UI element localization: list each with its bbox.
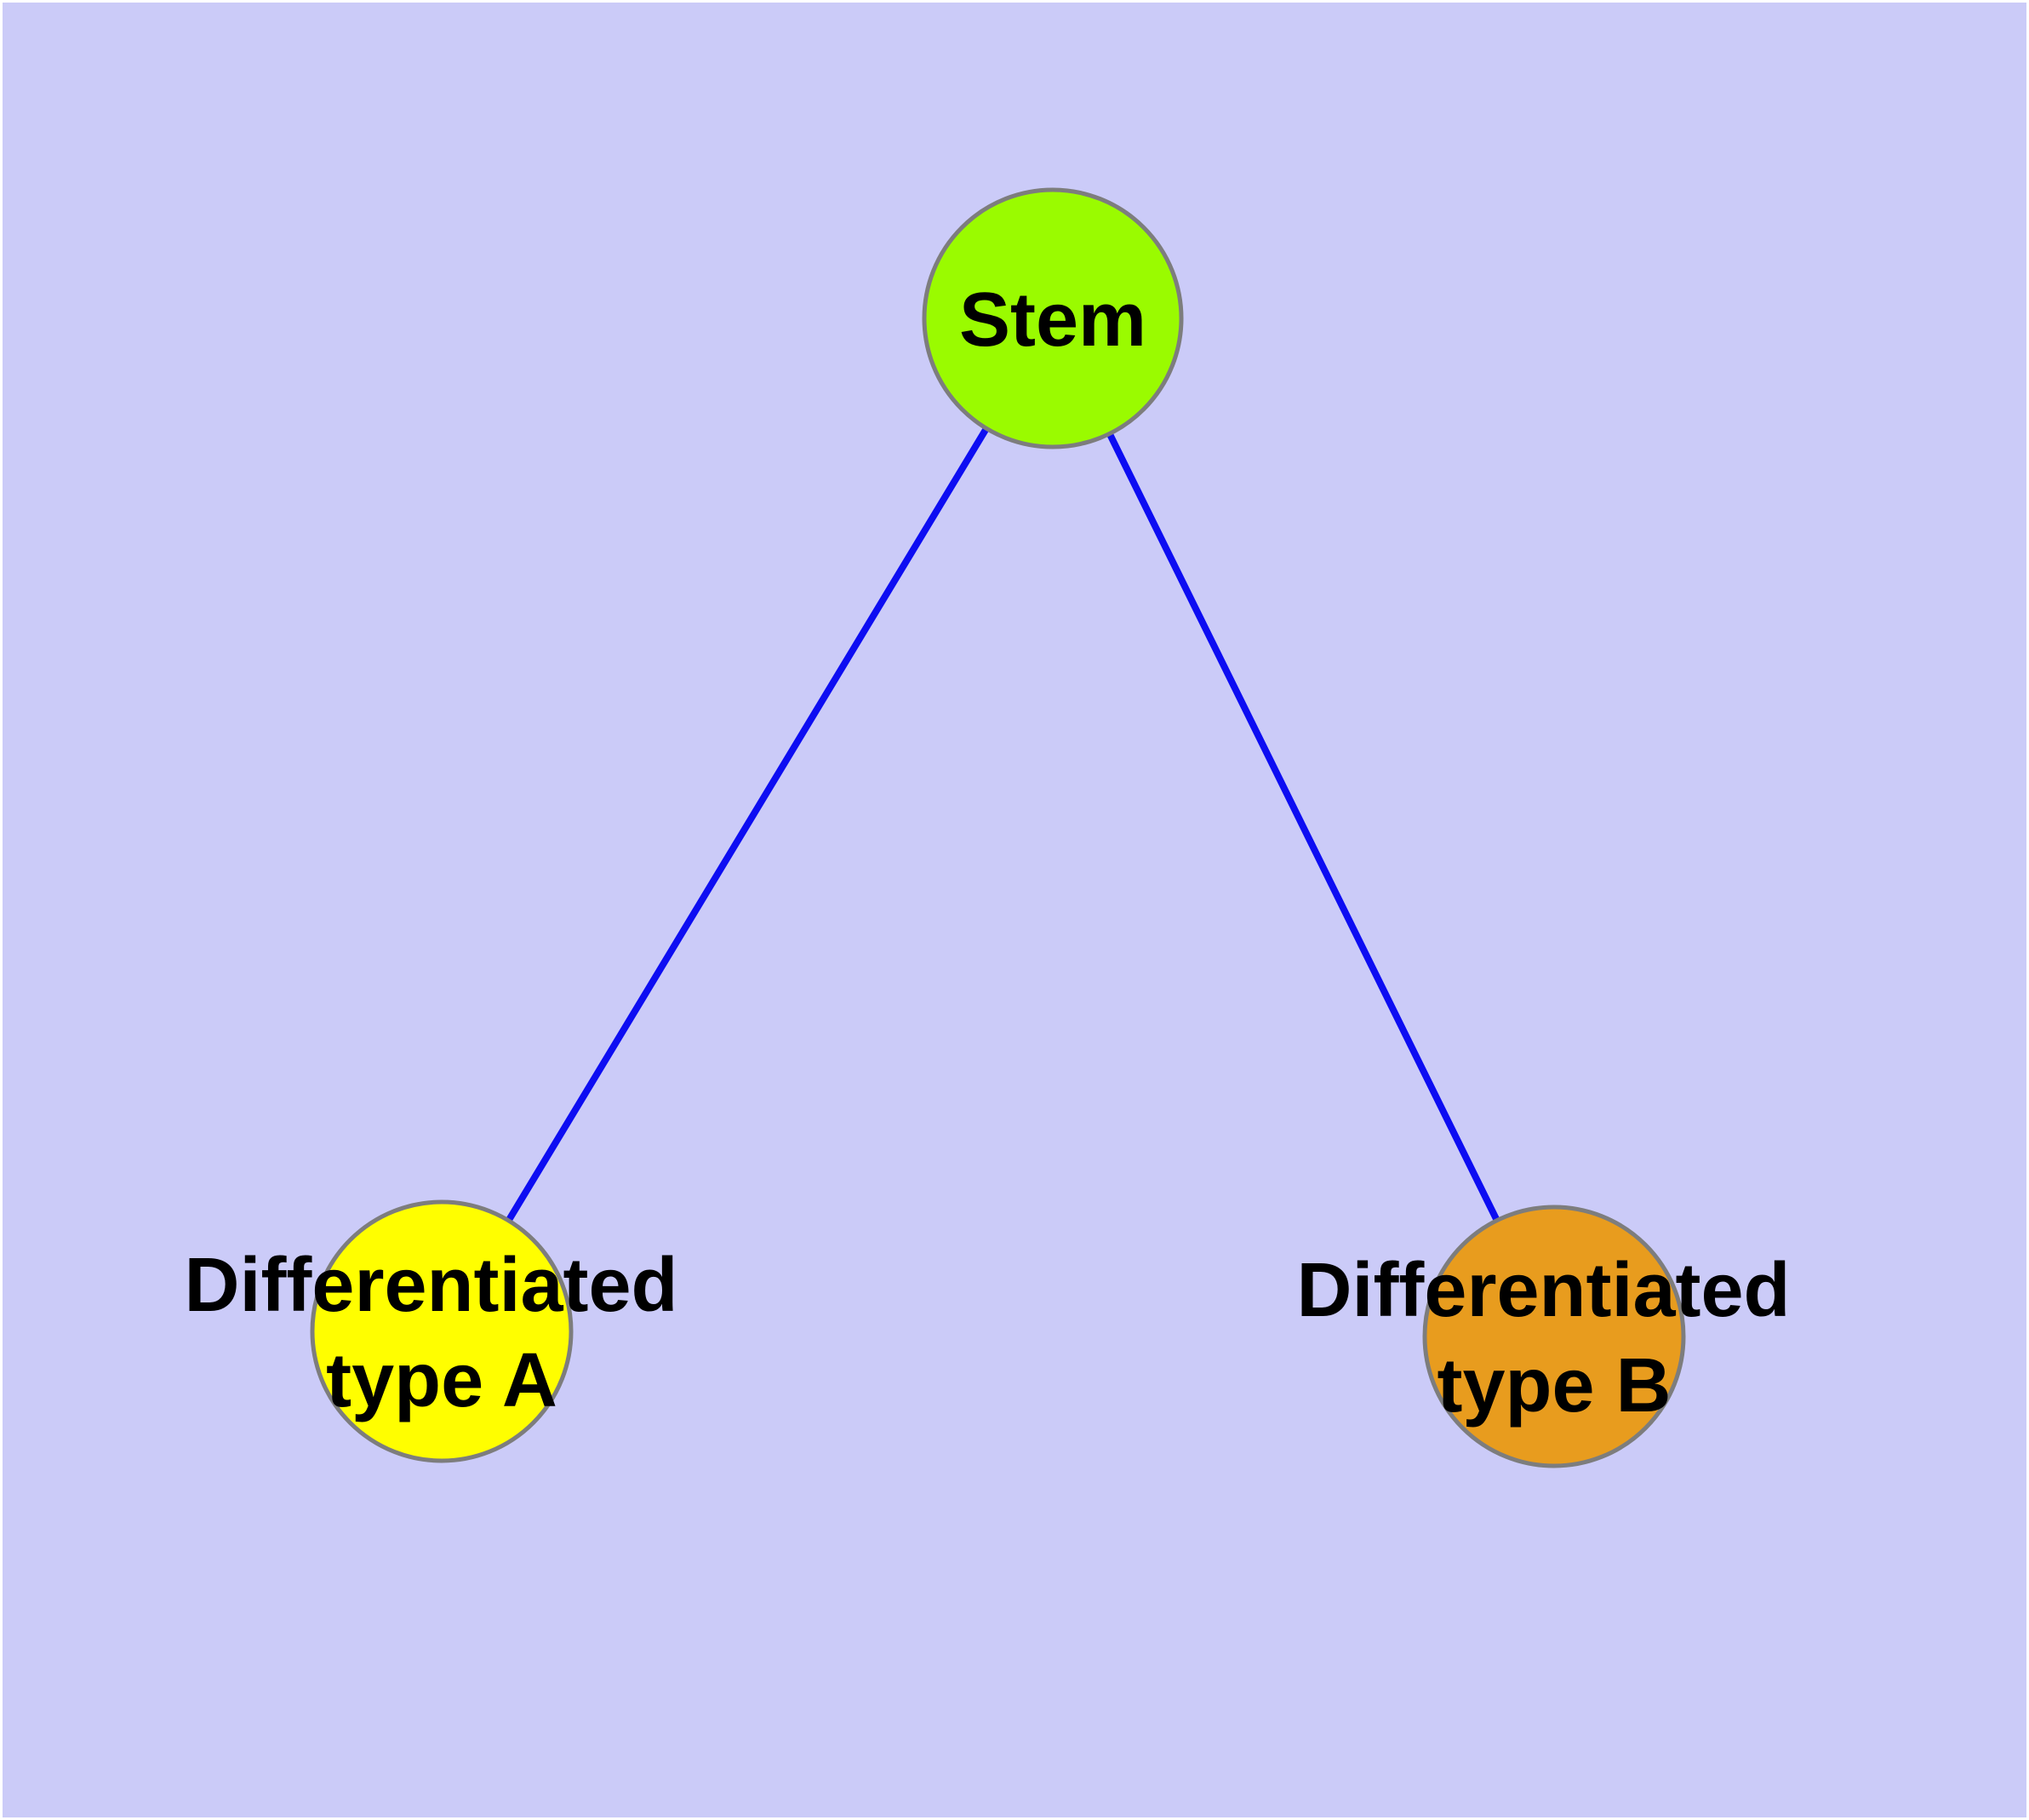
edge-stem-to-type-a bbox=[438, 315, 1056, 1335]
node-type-b-label-line1: Differentiated bbox=[1296, 1248, 1790, 1333]
node-type-b-circle bbox=[1422, 1205, 1686, 1468]
node-type-b-label: Differentiated type B bbox=[1296, 1248, 1811, 1428]
node-type-b-label-line2: type B bbox=[1437, 1343, 1671, 1428]
node-type-a-label: Differentiated type A bbox=[184, 1243, 699, 1423]
node-stem-circle bbox=[922, 187, 1184, 449]
node-type-a-label-line1: Differentiated bbox=[184, 1243, 677, 1328]
node-type-a-circle bbox=[310, 1199, 574, 1463]
node-type-a-label-line2: type A bbox=[326, 1338, 557, 1423]
edge-stem-to-type-b bbox=[1049, 315, 1557, 1340]
node-stem-label: Stem bbox=[959, 278, 1146, 363]
